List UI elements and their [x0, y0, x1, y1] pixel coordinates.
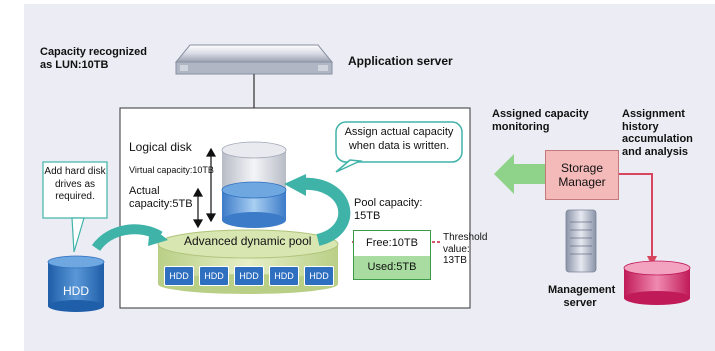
- history-arrow: [617, 173, 653, 258]
- add-hdd-arrow-head: [148, 226, 168, 246]
- management-server-icon: [565, 209, 597, 273]
- pool-usage-box: Free:10TB Used:5TB: [353, 230, 431, 280]
- pool-hdd-chip: HDD: [234, 266, 264, 286]
- used-capacity-label: Used:5TB: [354, 256, 430, 279]
- pool-hdd-chip: HDD: [304, 266, 334, 286]
- assign-callout-text: Assign actual capacity when data is writ…: [344, 126, 454, 152]
- management-server-label: Management server: [548, 284, 616, 309]
- history-database-icon: [623, 260, 691, 305]
- threshold-label: Threshold value: 13TB: [443, 232, 488, 266]
- pool-hdd-chip: HDD: [164, 266, 194, 286]
- assigned-capacity-monitoring-label: Assigned capacity monitoring: [492, 108, 589, 133]
- add-hdd-callout-text: Add hard disk drives as required.: [44, 166, 106, 202]
- hdd-cylinder-icon: [47, 255, 105, 312]
- assign-arrow-head: [284, 174, 306, 196]
- virtual-capacity-dimension: [205, 147, 217, 223]
- storage-manager-label: Storage Manager: [558, 160, 606, 189]
- hdd-label: HDD: [63, 284, 89, 298]
- assignment-history-label: Assignment history accumulation and anal…: [622, 108, 693, 158]
- application-server-icon: [174, 44, 334, 75]
- actual-capacity-dimension: [192, 187, 204, 229]
- assign-callout-bubble: [335, 121, 463, 173]
- application-server-label: Application server: [348, 54, 453, 68]
- logical-disk-label: Logical disk: [129, 140, 192, 154]
- pool-hdd-chip: HDD: [269, 266, 299, 286]
- add-hdd-callout-bubble: [42, 161, 108, 253]
- pool-capacity-label: Pool capacity: 15TB: [354, 197, 423, 222]
- capacity-lun-label: Capacity recognized as LUN:10TB: [40, 46, 147, 71]
- logical-disk-cylinder-icon: [221, 141, 287, 228]
- pool-hdd-chip: HDD: [199, 266, 229, 286]
- virtual-capacity-label: Virtual capacity:10TB: [129, 165, 214, 175]
- assign-arrow: [299, 177, 351, 246]
- free-capacity-label: Free:10TB: [354, 231, 430, 256]
- advanced-pool-label: Advanced dynamic pool: [184, 234, 312, 248]
- actual-capacity-label: Actual capacity:5TB: [129, 185, 193, 210]
- monitoring-arrow: [494, 154, 546, 194]
- storage-manager-box: Storage Manager: [545, 150, 619, 200]
